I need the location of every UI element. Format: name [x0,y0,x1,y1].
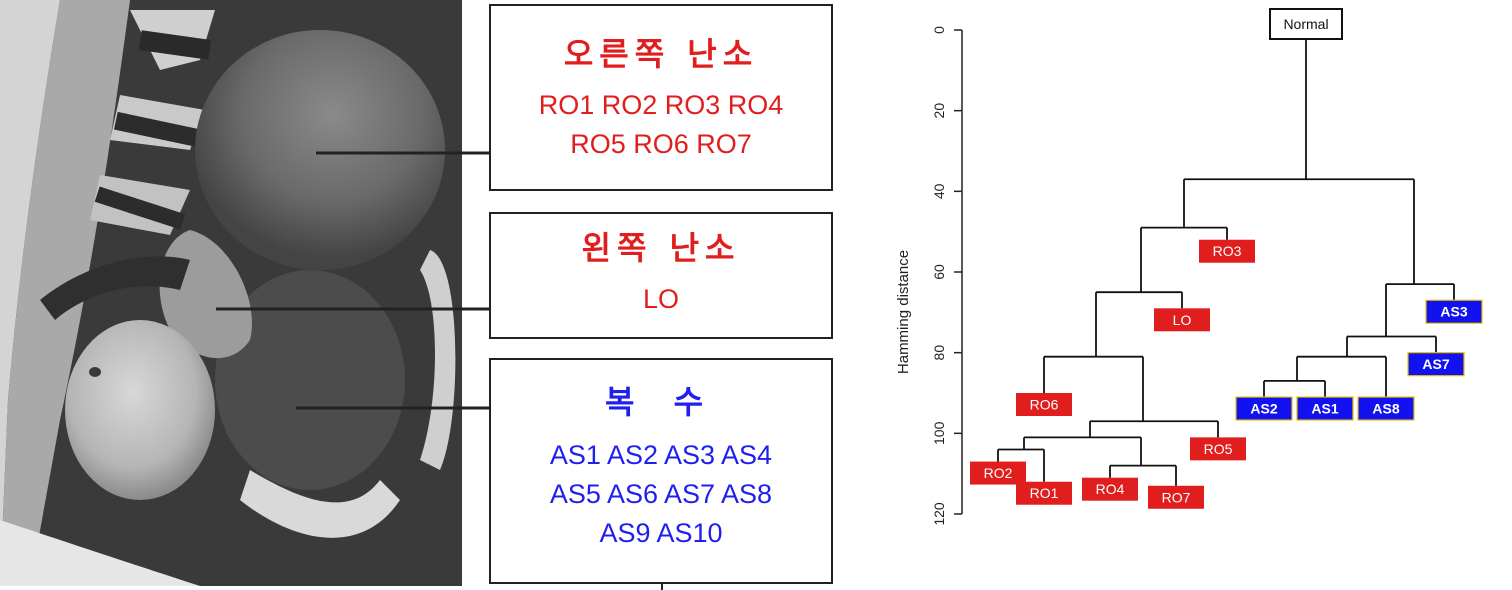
dendrogram-branches [997,39,1455,486]
leaf-label-text: RO4 [1096,481,1125,497]
right-ovary-box: 오른쪽 난소 RO1 RO2 RO3 RO4 RO5 RO6 RO7 [489,4,833,191]
leaf-label-text: RO1 [1030,485,1059,501]
ascites-samples-line3: AS9 AS10 [599,518,723,548]
leaf-as8: AS8 [1357,396,1415,421]
right-ovary-samples-line2: RO5 RO6 RO7 [570,129,752,159]
right-ovary-samples-line1: RO1 RO2 RO3 RO4 [538,90,784,120]
leaf-label-text: AS7 [1422,356,1449,372]
leaf-label-text: AS3 [1440,304,1467,320]
leaf-ro7: RO7 [1148,485,1204,509]
leaf-label-text: RO2 [984,465,1013,481]
ascites-title: 복 수 [604,383,718,421]
ascites-samples-line1: AS1 AS2 AS3 AS4 [549,440,773,470]
leaf-label-text: AS2 [1250,401,1277,417]
y-tick-label: 0 [931,26,947,34]
y-tick-label: 20 [931,103,947,119]
leaf-label-box [1425,299,1483,324]
leaf-label-box [1016,481,1072,505]
root-box [1269,8,1343,40]
leaf-label-text: RO5 [1204,441,1233,457]
leaf-label-text: LO [1173,312,1192,328]
leaf-lo: LO [1154,308,1210,332]
leaf-label-box [1407,352,1465,377]
leaf-ro5: RO5 [1190,437,1246,461]
leaf-label-box [1199,239,1255,263]
left-ovary-samples-line1: LO [642,284,680,314]
leaf-label-text: AS8 [1372,401,1399,417]
leaf-ro3: RO3 [1199,239,1255,263]
leaf-label-box [1148,485,1204,509]
root-node: Normal [1269,8,1343,40]
y-axis: 0 20 40 60 80 100 120 [931,26,963,526]
leaf-label-box [1154,308,1210,332]
leaf-as7: AS7 [1407,352,1465,377]
leaf-ro2: RO2 [970,461,1026,485]
left-ovary-title: 왼쪽 난소 [581,229,741,267]
leaf-ro4: RO4 [1082,477,1138,501]
leaf-label-box [970,461,1026,485]
y-tick-label: 80 [931,345,947,361]
leaf-ro1: RO1 [1016,481,1072,505]
leaf-as1: AS1 [1296,396,1354,421]
right-ovary-title: 오른쪽 난소 [563,35,759,73]
ascites-samples-line2: AS5 AS6 AS7 AS8 [549,479,773,509]
y-tick-label: 100 [931,421,947,445]
leaf-label-box [1190,437,1246,461]
y-tick-label: 40 [931,183,947,199]
y-axis-title: Hamming distance [895,250,912,374]
leaf-label-text: RO3 [1213,243,1242,259]
leaf-label-text: AS1 [1311,401,1338,417]
ascites-box: 복 수 AS1 AS2 AS3 AS4 AS5 AS6 AS7 AS8 AS9 … [489,358,833,584]
leaf-label-box [1296,396,1354,421]
leaf-label-box [1235,396,1293,421]
left-ovary-box: 왼쪽 난소 LO [489,212,833,339]
leaf-label-text: RO7 [1162,489,1191,505]
leaf-label-text: RO6 [1030,397,1059,413]
root-label: Normal [1283,16,1328,32]
leaf-as3: AS3 [1425,299,1483,324]
leaf-label-box [1357,396,1415,421]
y-tick-label: 60 [931,264,947,280]
leaf-label-box [1082,477,1138,501]
y-tick-label: 120 [931,502,947,526]
leaf-as2: AS2 [1235,396,1293,421]
leaf-ro6: RO6 [1016,393,1072,416]
mri-image [0,0,462,586]
leaf-label-box [1016,393,1072,416]
